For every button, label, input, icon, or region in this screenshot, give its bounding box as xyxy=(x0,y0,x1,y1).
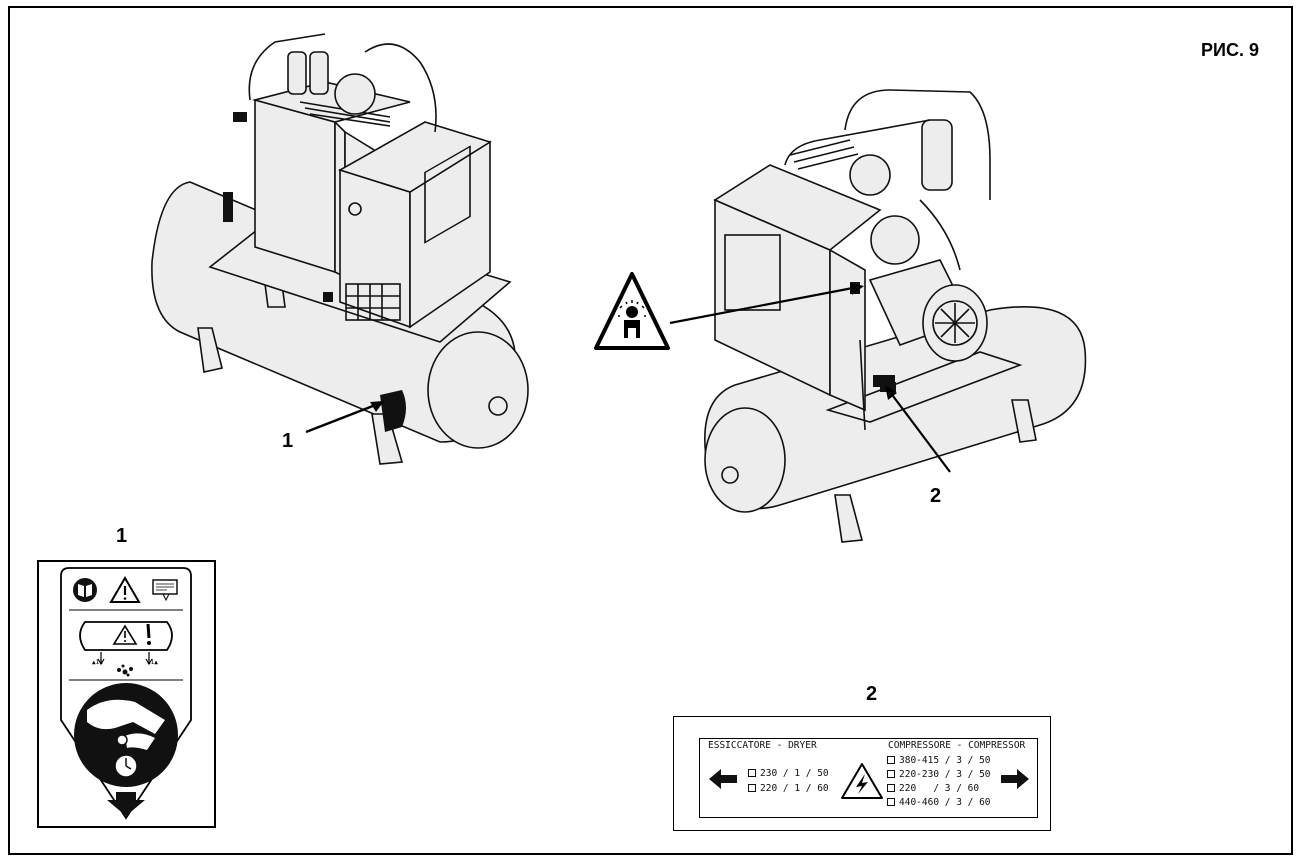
electric-hazard-icon xyxy=(841,763,883,799)
compressor-heading: COMPRESSORE - COMPRESSOR xyxy=(888,740,1026,751)
pressure-gauge-icon xyxy=(114,754,138,778)
hot-air-hazard-icon xyxy=(594,272,670,350)
arrow-left-icon xyxy=(709,769,737,789)
label-1-heading: 1 xyxy=(116,525,128,547)
compressor-option-1: 380-415 / 3 / 50 xyxy=(887,755,991,766)
compressor-option-1-text: 380-415 / 3 / 50 xyxy=(899,755,991,766)
callout-1: 1 xyxy=(282,430,294,452)
dryer-option-2-text: 220 / 1 / 60 xyxy=(760,783,829,794)
right-compressor-drawing xyxy=(704,89,1087,543)
figure-frame xyxy=(8,6,1293,855)
figure-title: РИС. 9 xyxy=(1201,40,1259,60)
warning-triangle-icon xyxy=(109,576,141,603)
callout-2-arrow xyxy=(885,385,951,473)
checkbox-icon xyxy=(887,756,895,764)
compressor-option-2: 220-230 / 3 / 50 xyxy=(887,769,991,780)
compressor-option-3-text: 220 / 3 / 60 xyxy=(899,783,980,794)
left-compressor-drawing xyxy=(151,33,529,465)
arrow-right-icon xyxy=(1001,769,1029,789)
checkbox-icon xyxy=(887,784,895,792)
label-1-sticker: ▲11 11▲ xyxy=(37,560,216,828)
manual-icon xyxy=(73,578,97,602)
warning-arrow xyxy=(669,283,864,325)
dryer-option-1: 230 / 1 / 50 xyxy=(748,768,829,779)
dryer-option-2: 220 / 1 / 60 xyxy=(748,783,829,794)
checkbox-icon xyxy=(748,784,756,792)
compressor-option-4: 440-460 / 3 / 60 xyxy=(887,797,991,808)
checkbox-icon xyxy=(887,770,895,778)
checkbox-icon xyxy=(748,769,756,777)
arrow-down-icon xyxy=(107,792,145,816)
svg-text:11▲: 11▲ xyxy=(147,659,158,666)
dryer-option-1-text: 230 / 1 / 50 xyxy=(760,768,829,779)
callout-1-arrow xyxy=(305,401,384,434)
compressor-option-4-text: 440-460 / 3 / 60 xyxy=(899,797,991,808)
label-2-heading: 2 xyxy=(866,683,878,705)
dryer-heading: ESSICCATORE - DRYER xyxy=(708,740,817,751)
callout-2: 2 xyxy=(930,485,942,507)
svg-text:▲11: ▲11 xyxy=(92,659,103,666)
compressor-option-3: 220 / 3 / 60 xyxy=(887,783,979,794)
compressor-option-2-text: 220-230 / 3 / 50 xyxy=(899,769,991,780)
checkbox-icon xyxy=(887,798,895,806)
